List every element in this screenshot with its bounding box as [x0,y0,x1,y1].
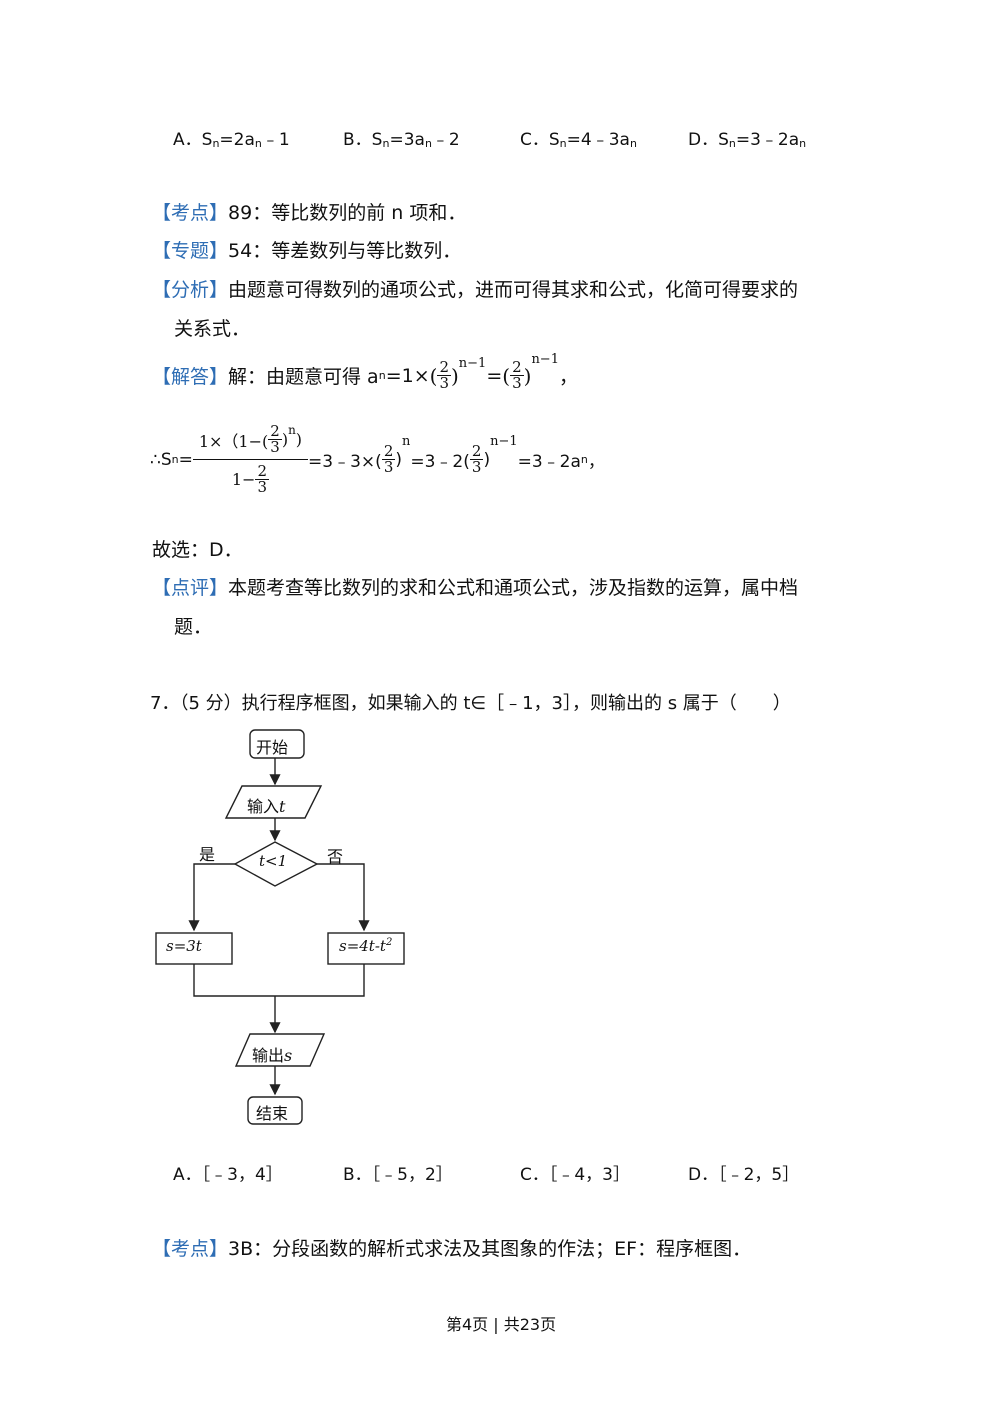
flow-right-box-label: s=4t-t2 [339,937,393,955]
q6-option-b: B．Sn=3an﹣2 [343,130,460,150]
flow-condition-label: t<1 [259,852,288,870]
flow-yes-label: 是 [199,845,216,864]
flow-output-label: 输出s [252,1046,293,1065]
page-footer: 第4页 | 共23页 [446,1315,557,1334]
flow-left-box-label: s=3t [166,937,202,955]
q7-kaodian-line: 【考点】3B：分段函数的解析式求法及其图象的作法；EF：程序框图． [152,1238,752,1260]
q7-question: 7．（5 分）执行程序框图，如果输入的 t∈［﹣1，3］，则输出的 s 属于（ … [150,693,791,714]
dianping-line: 【点评】本题考查等比数列的求和公式和通项公式，涉及指数的运算，属中档 [152,577,799,599]
flow-input-shape [224,785,323,819]
flow-right-box-shape [327,932,405,965]
kaodian-line: 【考点】89：等比数列的前 n 项和． [152,202,467,224]
q7-kaodian-tag: 【考点】 [152,1238,229,1260]
flow-end-shape [247,1096,303,1125]
flow-decision-shape [233,841,319,887]
flow-no-label: 否 [327,847,344,866]
flow-start-shape [249,729,305,759]
q7-option-c: C．［﹣4，3］ [520,1165,631,1185]
flow-start-label: 开始 [256,738,289,757]
guxuan-line: 故选：D． [152,539,243,561]
flowchart [155,729,405,1125]
q7-option-a: A．［﹣3，4］ [173,1165,283,1185]
q7-option-d: D．［﹣2，5］ [688,1165,800,1185]
jieda-tag: 【解答】 [152,366,229,388]
fenxi-tag: 【分析】 [152,279,229,301]
zhuanti-tag: 【专题】 [152,240,229,262]
fenxi-line: 【分析】由题意可得数列的通项公式，进而可得其求和公式，化简可得要求的 [152,279,799,301]
zhuanti-line: 【专题】54：等差数列与等比数列． [152,240,462,262]
fenxi-line-2: 关系式． [174,318,251,340]
dianping-line-2: 题． [174,616,213,638]
flow-end-label: 结束 [256,1104,289,1123]
dianping-tag: 【点评】 [152,577,229,599]
flow-left-box-shape [155,932,233,965]
flow-output-shape [234,1033,326,1067]
q6-option-d: D．Sn=3﹣2an [688,130,807,150]
flow-input-label: 输入t [247,797,286,816]
q7-option-b: B．［﹣5，2］ [343,1165,453,1185]
kaodian-tag: 【考点】 [152,202,229,224]
q6-option-a: A．Sn=2an﹣1 [173,130,290,150]
q6-option-c: C．Sn=4﹣3an [520,130,637,150]
